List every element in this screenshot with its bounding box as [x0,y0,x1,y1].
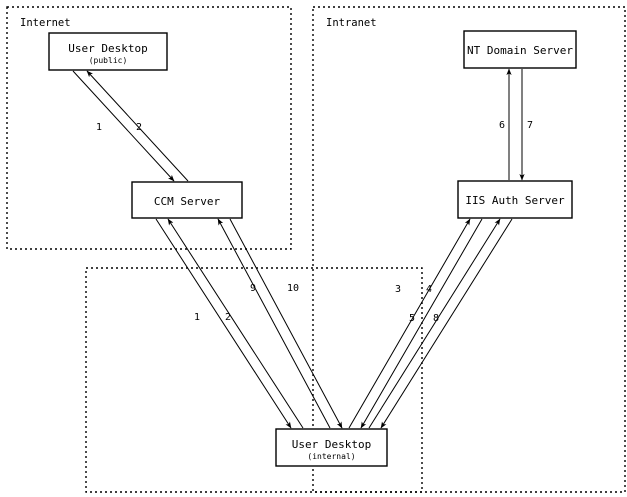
flow-step-label: 2 [136,122,142,133]
flow-arrow-9-user_desktop_internal-to-ccm_server [217,218,331,429]
flow-step-label: 7 [527,120,533,131]
zones-layer: Internet Intranet [6,6,626,493]
node-box-user_desktop_internal[interactable] [275,428,388,467]
flow-step-label: 10 [287,283,299,294]
zone-label-internet: Internet [20,17,71,29]
flow-step-label: 4 [426,284,432,295]
node-user_desktop_internal[interactable]: User Desktop(internal) [275,428,388,467]
node-box-ccm_server[interactable] [131,181,243,219]
flow-arrow-10-ccm_server-to-user_desktop_internal [229,218,343,429]
flow-step-label: 6 [499,120,505,131]
flow-arrow-3-user_desktop_internal-to-iis_auth_server [348,218,471,429]
node-title-user_desktop_public: User Desktop [68,42,147,55]
node-title-nt_domain_server: NT Domain Server [467,44,573,57]
zone-internet: Internet [6,6,292,250]
node-box-user_desktop_public[interactable] [48,32,168,71]
flow-step-label: 9 [250,283,256,294]
node-box-nt_domain_server[interactable] [463,30,577,69]
flow-arrow-8-iis_auth_server-to-user_desktop_internal [380,218,513,429]
flow-arrow-1-user_desktop_public-to-ccm_server [72,70,175,182]
flow-step-label: 5 [409,313,415,324]
node-subtitle-user_desktop_public: (public) [89,56,128,65]
node-title-user_desktop_internal: User Desktop [292,438,371,451]
flow-step-label: 2 [225,312,231,323]
zone-label-intranet: Intranet [326,17,377,29]
node-subtitle-user_desktop_internal: (internal) [307,452,355,461]
zone-boundary-intranet [312,6,626,493]
flow-arrow-4-iis_auth_server-to-user_desktop_internal [360,218,483,429]
zone-boundary-internet [6,6,292,250]
flow-arrow-1-ccm_server-to-user_desktop_internal [155,218,292,429]
node-nt_domain_server[interactable]: NT Domain Server [463,30,577,69]
node-user_desktop_public[interactable]: User Desktop(public) [48,32,168,71]
zone-intranet: Intranet [312,6,626,493]
node-box-iis_auth_server[interactable] [457,180,573,219]
flow-step-labels: 1 2 1 2 9 10 3 4 5 8 6 7 [96,120,533,324]
flow-step-label: 3 [395,284,401,295]
flow-arrow-5-user_desktop_internal-to-iis_auth_server [368,218,501,429]
flow-arrow-2-ccm_server-to-user_desktop_public [86,70,189,182]
flow-arrow-2-user_desktop_internal-to-ccm_server [167,218,304,429]
flows-layer [72,68,525,429]
flow-step-label: 1 [96,122,102,133]
node-ccm_server[interactable]: CCM Server [131,181,243,219]
node-iis_auth_server[interactable]: IIS Auth Server [457,180,573,219]
node-title-iis_auth_server: IIS Auth Server [465,194,565,207]
flow-step-label: 8 [433,313,439,324]
node-title-ccm_server: CCM Server [154,195,221,208]
flow-step-label: 1 [194,312,200,323]
